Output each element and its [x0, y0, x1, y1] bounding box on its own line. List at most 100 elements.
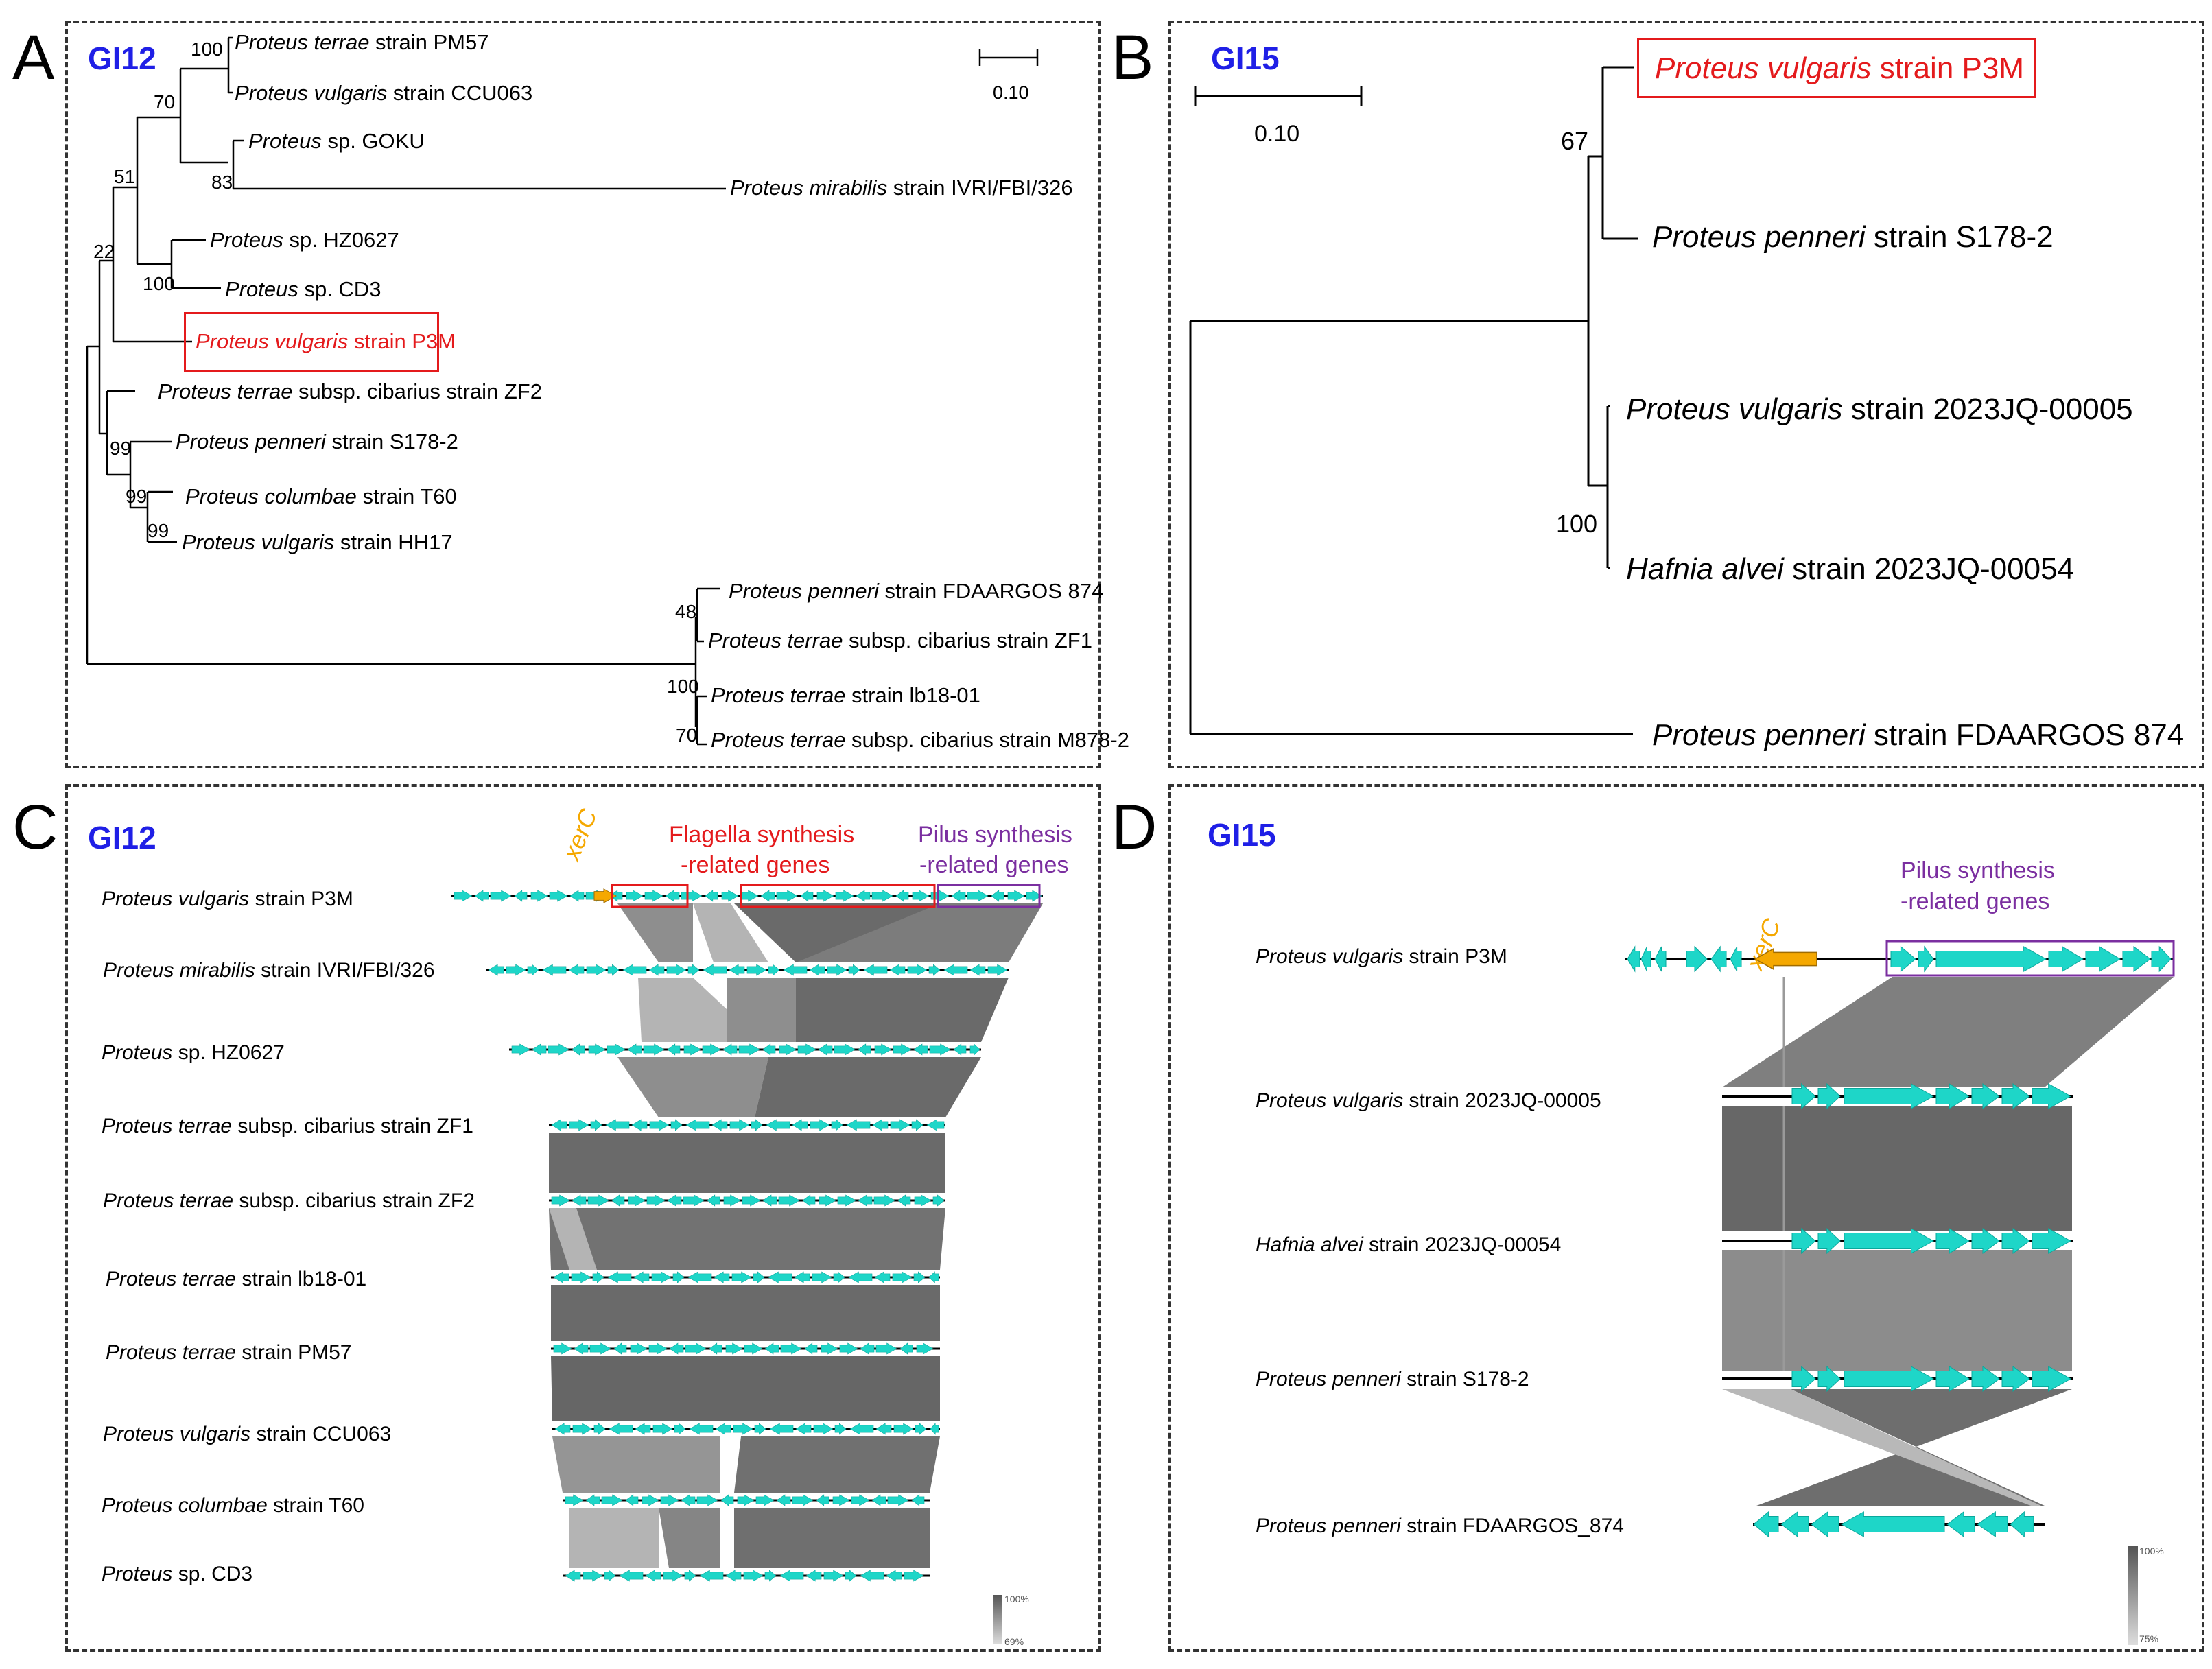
c-track-7-gene-arrow [849, 1423, 874, 1435]
panel-d-letter: D [1111, 792, 1157, 862]
c-track-7-gene-arrow [635, 1423, 651, 1435]
c-track-4-gene-arrow [551, 1194, 570, 1207]
panel-c [65, 784, 1101, 1652]
c-track-8-gene-arrow [737, 1494, 755, 1506]
c-track-1-gene-arrow [746, 964, 767, 976]
c-track-6-gene-arrow [630, 1342, 648, 1355]
panel-b-title: GI15 [1211, 40, 1280, 76]
a-bootstrap-1: 70 [154, 91, 176, 113]
panel-c-letter: C [12, 792, 58, 862]
d-track-2-gene-arrow [1791, 1227, 1816, 1255]
panel-a-letter: A [12, 23, 55, 93]
d-synteny-band [1722, 977, 2174, 1087]
a-leaf-13: Proteus terrae strain lb18-01 [711, 683, 980, 707]
c-track-0-gene-arrow [856, 890, 871, 902]
c-track-8-gene-arrow [660, 1494, 679, 1506]
c-track-6-gene-arrow [709, 1342, 722, 1355]
c-track-0-gene-arrow [1026, 890, 1042, 902]
a-bootstrap-0: 100 [191, 38, 223, 60]
d-track-4-gene-arrow [1780, 1511, 1809, 1537]
d-track-2-gene-arrow [2001, 1228, 2030, 1254]
c-track-9-gene-arrow [860, 1570, 884, 1582]
c-track-9-gene-arrow [904, 1570, 924, 1582]
c-legend-bar [993, 1595, 1002, 1644]
c-track-6-gene-arrow [613, 1342, 627, 1355]
c-track-0-gene-arrow [967, 890, 989, 902]
a-bootstrap-9: 48 [675, 601, 697, 622]
c-track-4-gene-arrow [819, 1194, 836, 1207]
panel-a [65, 21, 1101, 768]
a-leaf-6: Proteus vulgaris strain P3M [196, 329, 456, 353]
a-bootstrap-5: 100 [143, 273, 175, 294]
c-track-7-gene-arrow [795, 1423, 812, 1435]
d-track-3-gene-arrow [1791, 1365, 1816, 1393]
c-track-4-gene-arrow [628, 1194, 646, 1207]
c-track-2-gene-arrow [818, 1043, 833, 1056]
d-track-1-gene-arrow [2001, 1083, 2030, 1109]
c-track-4-gene-arrow [707, 1194, 720, 1207]
c-track-1-gene-arrow [703, 964, 727, 976]
c-synteny-band [734, 1436, 940, 1493]
d-track-2-gene-arrow [1844, 1228, 1935, 1254]
c-track-9-gene-arrow [764, 1570, 777, 1582]
c-track-2-gene-arrow [548, 1043, 569, 1056]
c-synteny-band [617, 1057, 768, 1117]
c-track-2-gene-arrow [627, 1043, 642, 1056]
d-track-3-gene-arrow [2001, 1366, 2030, 1392]
c-track-6-gene-arrow [875, 1342, 897, 1355]
c-track-8-gene-arrow [720, 1494, 734, 1506]
c-track-8-gene-arrow [681, 1494, 696, 1506]
b-highlight-box [1637, 38, 2036, 98]
d-track-0-gene-arrow [1640, 946, 1651, 972]
c-track-8-gene-arrow [887, 1494, 909, 1506]
a-leaf-14: Proteus terrae subsp. cibarius strain M8… [711, 728, 1129, 752]
c-synteny-band [755, 1057, 981, 1117]
c-track-3-gene-arrow [670, 1119, 683, 1131]
c-track-6-gene-arrow [780, 1342, 802, 1355]
d-track-2-gene-arrow [1936, 1228, 1970, 1254]
c-synteny-band [551, 1285, 940, 1341]
c-track-7-gene-arrow [769, 1423, 794, 1435]
b-bootstrap-1: 100 [1556, 510, 1598, 538]
c-track-7-gene-arrow [893, 1423, 914, 1435]
c-track-5-gene-arrow [753, 1271, 765, 1283]
c-track-1-gene-arrow [488, 964, 504, 976]
a-bootstrap-7: 99 [126, 486, 148, 507]
c-track-4-gene-arrow [802, 1194, 816, 1207]
c-track-1-gene-arrow [943, 964, 968, 976]
c-synteny-band [617, 903, 693, 962]
c-track-2-gene-arrow [762, 1043, 776, 1056]
c-track-2-gene-arrow [874, 1043, 892, 1056]
c-track-7-gene-arrow [930, 1423, 939, 1435]
c-track-9-gene-arrow [845, 1570, 857, 1582]
c-track-5-gene-arrow [928, 1271, 939, 1283]
d-track-label-3: Proteus penneri strain S178-2 [1256, 1368, 1529, 1390]
d-track-4-gene-arrow [1977, 1511, 2008, 1537]
c-track-5-gene-arrow [768, 1271, 792, 1283]
c-track-6-gene-arrow [804, 1342, 818, 1355]
d-track-1-gene-arrow [2032, 1083, 2072, 1109]
c-track-9-gene-arrow [823, 1570, 844, 1582]
panel-a-title: GI12 [88, 40, 156, 76]
a-bootstrap-6: 99 [110, 438, 132, 459]
c-track-1-gene-arrow [729, 964, 745, 976]
c-track-2-gene-arrow [572, 1043, 585, 1056]
c-track-4-gene-arrow [932, 1194, 945, 1207]
c-track-2-gene-arrow [722, 1043, 738, 1056]
d-track-1-gene-arrow [1817, 1082, 1841, 1110]
c-track-5-gene-arrow [874, 1271, 891, 1283]
c-track-5-gene-arrow [714, 1271, 730, 1283]
d-track-3-gene-arrow [2032, 1366, 2072, 1392]
c-track-9-gene-arrow [619, 1570, 644, 1582]
c-track-5-gene-arrow [731, 1271, 752, 1283]
c-track-label-6: Proteus terrae strain PM57 [106, 1341, 352, 1364]
c-track-0-gene-arrow [816, 890, 834, 902]
c-track-3-gene-arrow [926, 1119, 945, 1131]
c-track-1-gene-arrow [648, 964, 665, 976]
b-leaf-1: Proteus penneri strain S178-2 [1652, 220, 2054, 254]
c-track-5-gene-arrow [553, 1271, 569, 1283]
c-track-3-gene-arrow [631, 1119, 648, 1131]
b-bootstrap-0: 67 [1561, 127, 1589, 155]
c-track-8-gene-arrow [642, 1494, 659, 1506]
c-track-0-gene-arrow [760, 890, 775, 902]
